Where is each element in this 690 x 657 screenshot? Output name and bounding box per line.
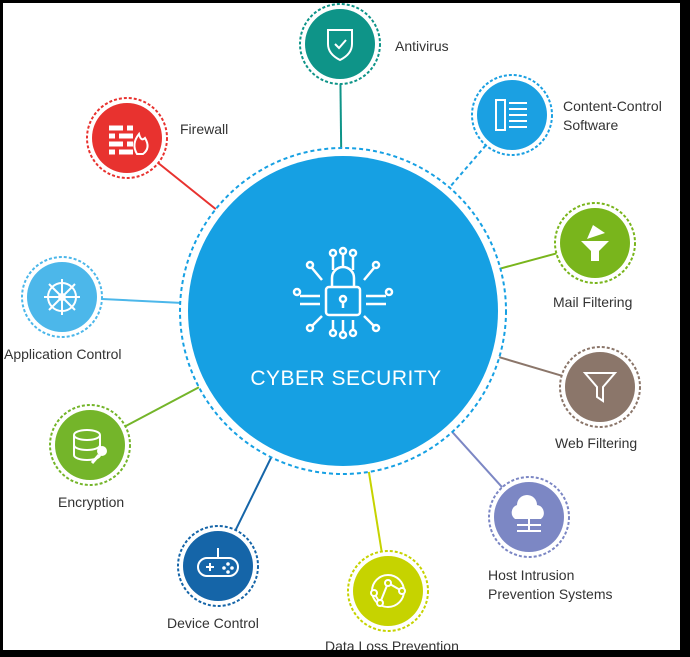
node-content-control [471,74,553,156]
label-line-2: Software [563,117,619,133]
center-circle [188,156,498,466]
connector-application-control [101,297,181,304]
label-device-control: Device Control [167,615,259,631]
connector-firewall [157,162,217,210]
label-mail-filtering: Mail Filtering [553,294,633,310]
circuit-lock-icon [292,246,394,340]
label-line-1: Host Intrusion [488,567,575,583]
node-encryption [49,404,131,486]
document-list-icon [495,99,527,131]
connector-web-filtering [499,356,562,377]
diagram-canvas: CYBER SECURITY Antivirus Content-Control… [3,3,680,650]
node-circle [55,410,125,480]
node-circle [565,352,635,422]
cloud-server-icon [511,495,544,532]
label-data-loss: Data Loss Prevention [325,638,459,650]
node-data-loss [347,550,429,632]
node-circle [305,9,375,79]
label-encryption: Encryption [58,494,125,510]
connector-mail-filtering [500,252,557,270]
node-antivirus [299,3,381,85]
label-web-filtering: Web Filtering [555,435,638,451]
connector-device-control [234,456,273,531]
center-dashed-ring [179,147,507,475]
node-circle [183,531,253,601]
node-device-control [177,525,259,607]
node-firewall [86,97,168,179]
funnel-icon [582,372,618,403]
shield-check-icon [327,29,353,62]
connector-encryption [124,386,200,428]
node-circle [353,556,423,626]
brick-flame-icon [109,125,149,155]
connector-host-intrusion [451,431,503,488]
connector-data-loss [367,471,383,552]
node-application-control [21,256,103,338]
database-key-icon [73,429,107,464]
label-line-1: Content-Control [563,98,662,114]
label-line-2: Prevention Systems [488,586,613,602]
diagram-svg [21,3,641,632]
label-antivirus: Antivirus [395,38,449,54]
node-web-filtering [559,346,641,428]
label-firewall: Firewall [180,121,229,137]
node-mail-filtering [554,202,636,284]
label-application-control: Application Control [4,346,122,362]
wheel-icon [44,279,80,315]
mail-funnel-icon [581,225,609,261]
node-host-intrusion [488,476,570,558]
connector-antivirus [339,83,343,149]
center-title: CYBER SECURITY [250,367,442,390]
connector-content-control [448,144,487,189]
graph-nodes-icon [370,574,406,608]
gamepad-icon [197,548,239,577]
